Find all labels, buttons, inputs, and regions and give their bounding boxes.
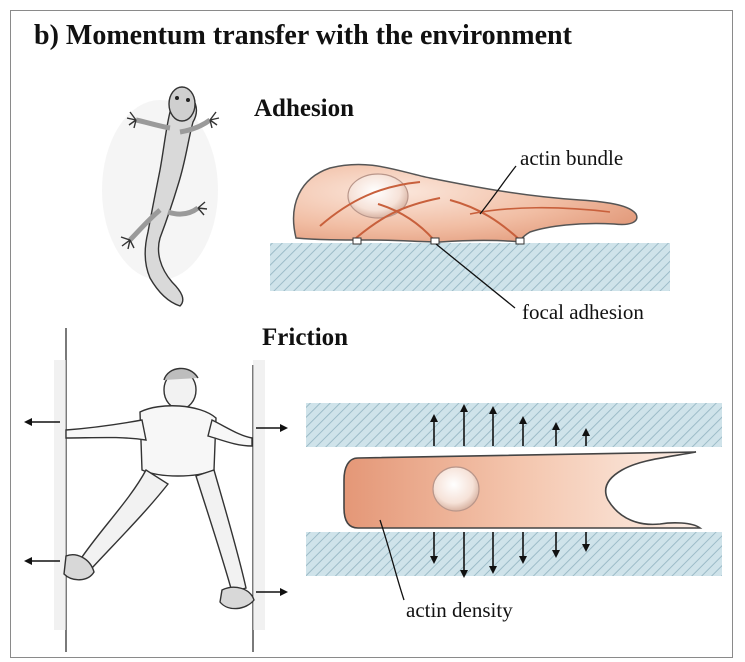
focal-adhesion-label: focal adhesion bbox=[522, 300, 644, 325]
actin-density-label: actin density bbox=[406, 598, 513, 623]
gecko-icon bbox=[102, 87, 219, 306]
actin-bundle-label: actin bundle bbox=[520, 146, 623, 171]
adhesion-heading: Adhesion bbox=[254, 95, 354, 123]
friction-cell bbox=[344, 452, 700, 528]
adhesion-substrate bbox=[270, 243, 670, 291]
adhesion-cell bbox=[294, 165, 637, 245]
friction-heading: Friction bbox=[262, 324, 348, 352]
figure-title: b) Momentum transfer with the environmen… bbox=[34, 20, 572, 52]
climber-icon bbox=[26, 328, 286, 652]
